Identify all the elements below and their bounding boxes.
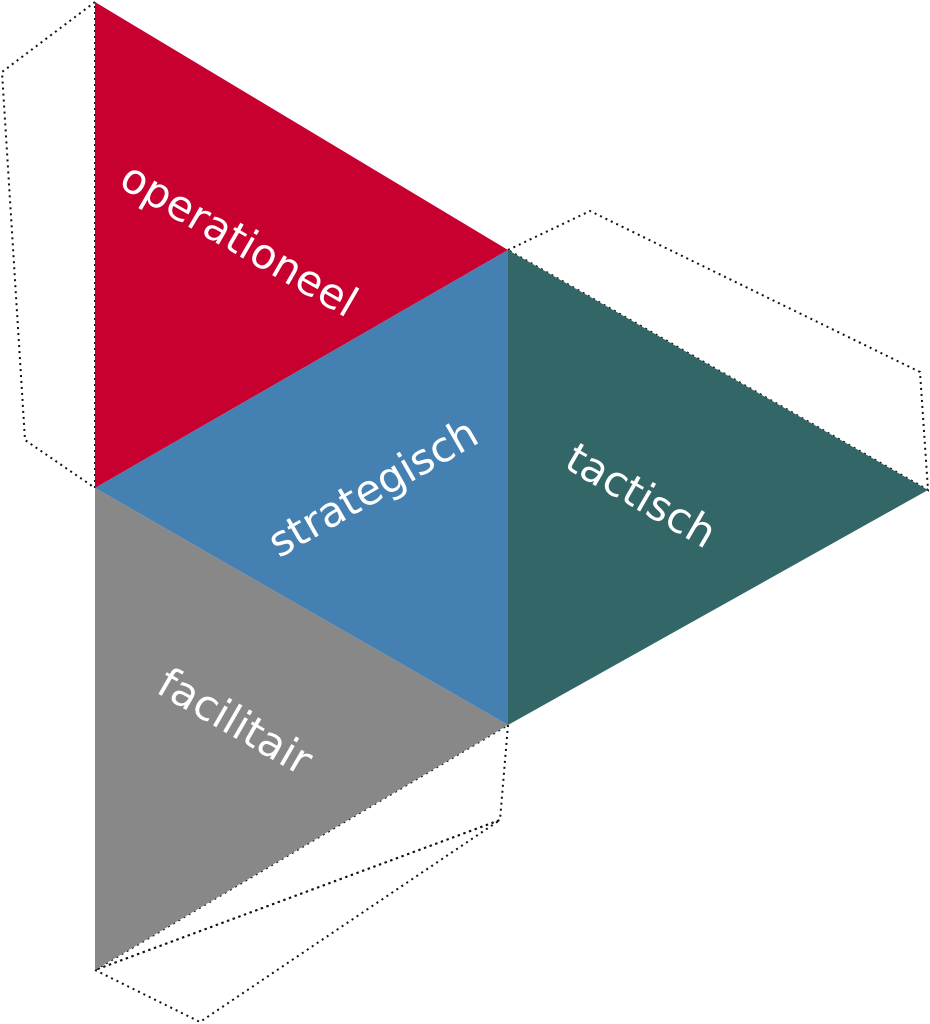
face-tactisch — [508, 250, 928, 725]
glue-flap-left — [0, 0, 96, 490]
face-operationeel — [95, 2, 508, 488]
face-strategisch — [95, 250, 508, 725]
glue-flap-right — [505, 209, 930, 492]
face-facilitair — [95, 488, 508, 970]
